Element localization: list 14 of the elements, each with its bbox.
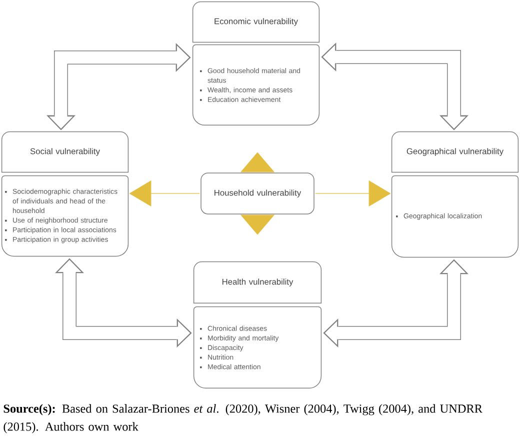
list-box: [1, 175, 129, 257]
list-box: [192, 44, 320, 126]
list-box: [391, 175, 519, 258]
heading-box: Economic vulnerability: [192, 1, 320, 43]
caption-text: Source(s): Based on Salazar-Briones et al. (2020), Wisner (2004), Twigg (2004), and UNDRR (2015). Authors own work: [4, 404, 482, 434]
bent-arrow: [321, 42, 468, 130]
heading-box: Social vulnerability: [1, 131, 129, 173]
heading-box: Health vulnerability: [193, 261, 322, 304]
bent-arrow: [55, 258, 192, 348]
heading-box: Geographical vulnerability: [391, 131, 519, 173]
bent-arrow: [323, 259, 468, 348]
list-box: [193, 306, 322, 389]
rounded-box: Household vulnerability: [200, 172, 314, 214]
bent-arrow: [46, 43, 191, 130]
